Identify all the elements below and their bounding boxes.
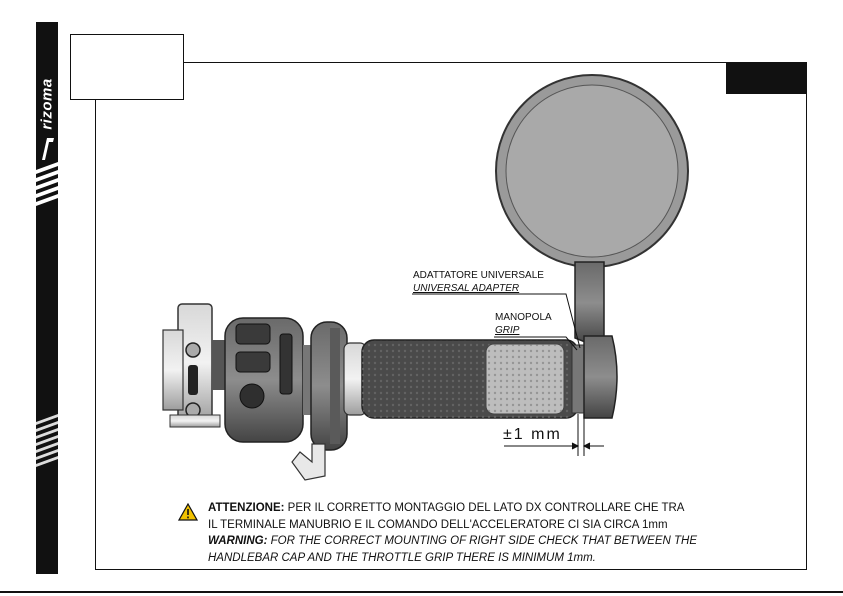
warning-en-line-2: HANDLEBAR CAP AND THE THROTTLE GRIP THER… bbox=[208, 550, 748, 567]
warning-en-heading: WARNING: bbox=[208, 535, 268, 547]
throttle-body bbox=[291, 321, 348, 481]
callout-grip-it: MANOPOLA bbox=[495, 312, 552, 323]
callout-grip-en: GRIP bbox=[495, 325, 520, 336]
mirror bbox=[495, 74, 689, 345]
warning-it-text-1: PER IL CORRETTO MONTAGGIO DEL LATO DX CO… bbox=[287, 502, 685, 514]
handlebar-clamp bbox=[162, 303, 221, 428]
callout-adapter-it: ADATTATORE UNIVERSALE bbox=[413, 270, 544, 281]
warning-en-line-1: WARNING: FOR THE CORRECT MOUNTING OF RIG… bbox=[208, 533, 748, 550]
callout-adapter-en: UNIVERSAL ADAPTER bbox=[413, 283, 519, 294]
warning-en-text-1: FOR THE CORRECT MOUNTING OF RIGHT SIDE C… bbox=[270, 535, 697, 547]
grip bbox=[343, 339, 585, 419]
drawing-frame bbox=[95, 62, 807, 570]
warning-text: ATTENZIONE: PER IL CORRETTO MONTAGGIO DE… bbox=[208, 500, 748, 566]
warning-it-line-1: ATTENZIONE: PER IL CORRETTO MONTAGGIO DE… bbox=[208, 500, 748, 517]
page-label-box bbox=[70, 34, 184, 100]
warning-it-line-2: IL TERMINALE MANUBRIO E IL COMANDO DELL'… bbox=[208, 518, 668, 531]
warning-it-heading: ATTENZIONE: bbox=[208, 502, 285, 514]
stripes-decoration-top bbox=[36, 162, 58, 206]
warning-en-text-2: HANDLEBAR CAP AND THE THROTTLE GRIP THER… bbox=[208, 551, 596, 564]
brand-logo: rizoma bbox=[36, 52, 58, 172]
dimension-marker bbox=[504, 414, 604, 456]
brand-mark-icon bbox=[42, 138, 54, 160]
bar-end-adapter bbox=[583, 335, 618, 419]
corner-tab bbox=[726, 62, 807, 94]
brand-sidebar: rizoma bbox=[36, 22, 58, 574]
callout-leaders bbox=[412, 293, 581, 351]
switch-housing bbox=[212, 317, 304, 443]
bottom-rule bbox=[0, 591, 843, 593]
dimension-label: ±1 mm bbox=[503, 426, 562, 443]
stripes-decoration-bottom bbox=[36, 414, 58, 467]
warning-icon bbox=[178, 503, 198, 521]
